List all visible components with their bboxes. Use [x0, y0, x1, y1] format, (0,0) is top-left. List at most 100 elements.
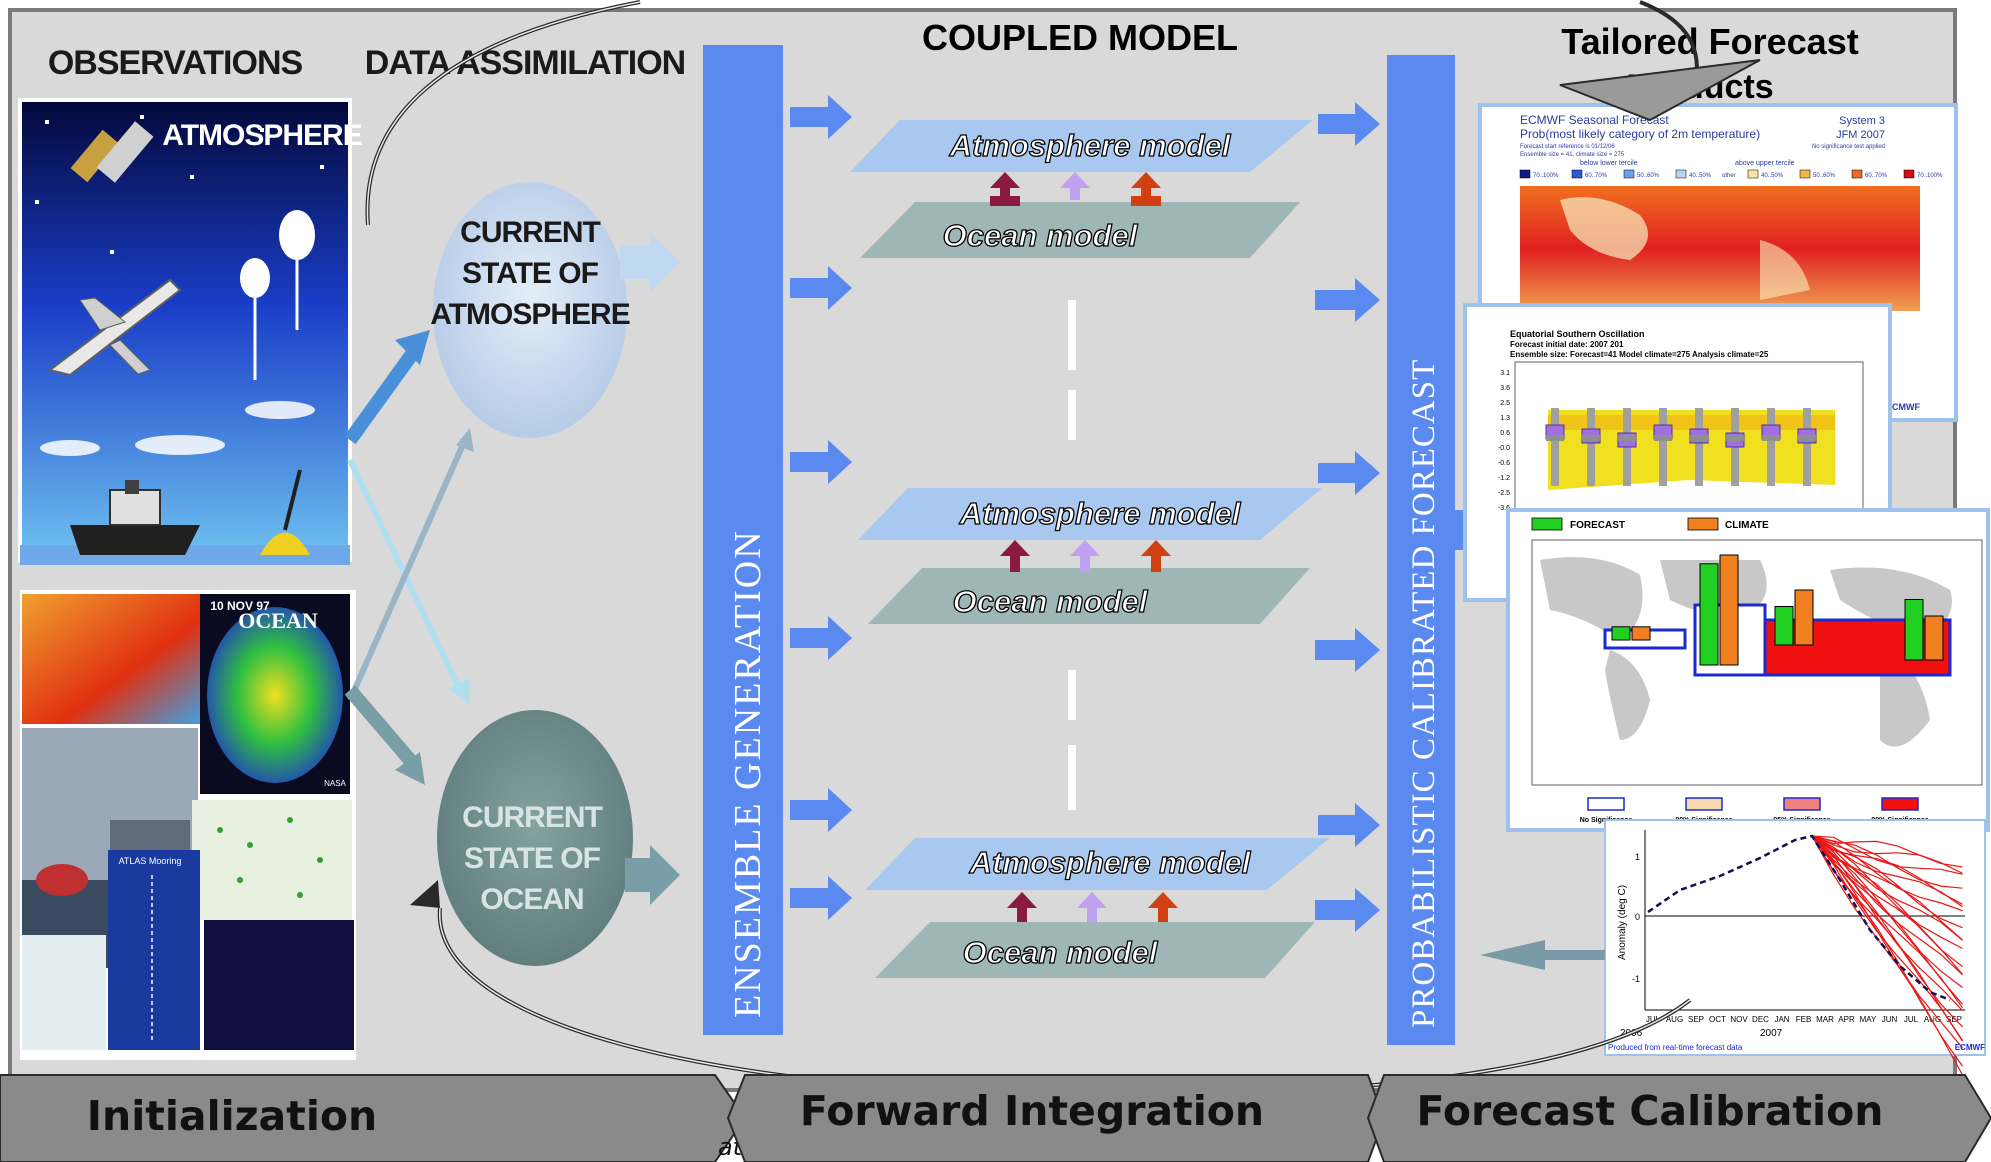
anomaly-month-label: OCT — [1709, 1015, 1726, 1024]
indices-forecast-bar — [1774, 606, 1794, 646]
legend-climate-swatch — [1687, 517, 1719, 531]
seasonal-legend: 70..100%60..70%50..60%40..50%40..50%50..… — [1519, 169, 1943, 179]
eso-line3: Ensemble size: Forecast=41 Model climate… — [1510, 350, 1769, 359]
seasonal-note-3: No significance test applied — [1812, 144, 1885, 150]
clouds-decoration — [40, 401, 315, 456]
atmosphere-slab-1 — [850, 120, 1313, 172]
eso-whisker — [1659, 408, 1667, 486]
eso-ytick: -3.6 — [1498, 505, 1510, 512]
eso-median — [1690, 435, 1708, 441]
eso-whisker — [1587, 408, 1595, 486]
ocean-slab-3 — [875, 922, 1315, 978]
atmosphere-slab-3 — [865, 838, 1330, 890]
mooring-depth-diagram — [204, 920, 354, 1050]
stage-forecast-calibration-label: Forecast Calibration — [1417, 1087, 1884, 1135]
atm-state-line1: CURRENT — [460, 216, 600, 249]
ocean-model-label-2: Ocean model — [953, 584, 1149, 619]
anomaly-ytick: -1 — [1632, 974, 1640, 984]
eso-whisker — [1551, 408, 1559, 486]
weather-balloon-icon — [240, 210, 315, 380]
sst-map — [22, 594, 200, 724]
legend-climate-label: CLIMATE — [1725, 520, 1769, 531]
anomaly-member-line — [1811, 835, 1963, 976]
eso-boxplots — [1545, 408, 1817, 486]
eso-ytick: -2.5 — [1498, 490, 1510, 497]
satellite-icon — [70, 121, 154, 183]
ocean-date: 10 NOV 97 — [210, 599, 270, 613]
seasonal-legend-label: 50..60% — [1637, 173, 1660, 179]
indices-product: FORECAST CLIMATE No Significance90% Sign… — [1506, 508, 1990, 832]
anomaly-month-label: MAY — [1860, 1015, 1877, 1024]
stage-initialization-label: Initialization — [87, 1092, 377, 1140]
seasonal-legend-swatch — [1903, 169, 1915, 179]
data-assimilation-header: DATA ASSIMILATION — [365, 44, 685, 82]
anomaly-member-line — [1811, 835, 1963, 874]
anomaly-month-label: DEC — [1752, 1015, 1769, 1024]
seasonal-below-label: below lower tercile — [1580, 160, 1638, 167]
anomaly-member-line — [1811, 835, 1963, 889]
atmosphere-model-label-2: Atmosphere model — [959, 496, 1242, 531]
ocean-state-line3: OCEAN — [480, 883, 583, 916]
indices-climate-bar — [1719, 554, 1739, 666]
current-state-atmosphere: CURRENT STATE OF ATMOSPHERE — [430, 182, 680, 438]
eso-ytick: 3.6 — [1500, 385, 1510, 392]
eso-ytick: 2.5 — [1500, 400, 1510, 407]
aircraft-icon — [47, 278, 182, 377]
seasonal-system: System 3 — [1839, 115, 1885, 127]
anomaly-month-label: APR — [1838, 1015, 1855, 1024]
anomaly-member-line — [1811, 835, 1964, 1042]
ocean-state-line1: CURRENT — [462, 801, 602, 834]
anomaly-month-label: SEP — [1946, 1015, 1962, 1024]
ship-icon — [70, 480, 200, 555]
seasonal-legend-other: other — [1722, 173, 1736, 179]
eso-title: Equatorial Southern Oscillation — [1510, 329, 1645, 339]
anomaly-month-label: FEB — [1796, 1015, 1812, 1024]
seasonal-legend-label: 40..50% — [1689, 173, 1712, 179]
calibrated-forecast-bar: PROBABILISTIC CALIBRATED FORECAST — [1387, 55, 1530, 1045]
seasonal-legend-swatch — [1851, 169, 1863, 179]
atm-state-arrow — [620, 232, 680, 292]
stage-forecast-calibration — [1366, 1074, 1991, 1162]
anomaly-member-line — [1811, 835, 1963, 1012]
eso-yticks: 3.13.62.51.30.6-0.0-0.6-1.2-2.5-3.6 — [1498, 370, 1510, 512]
ocean-model-label-1: Ocean model — [943, 218, 1139, 253]
ocean-model-label-3: Ocean model — [963, 935, 1159, 970]
anomaly-ylabel: Anomaly (deg C) — [1617, 885, 1628, 960]
buoy-icon — [260, 469, 310, 555]
ensemble-arrows — [790, 95, 852, 920]
seasonal-legend-swatch — [1571, 169, 1583, 179]
ocean-label: OCEAN — [238, 608, 318, 633]
anomaly-month-label: JUL — [1904, 1015, 1919, 1024]
ocean-state-line2: STATE OF — [464, 842, 601, 875]
coupled-model-header: COUPLED MODEL — [922, 17, 1238, 58]
anomaly-month-label: NOV — [1730, 1015, 1748, 1024]
indices-climate-bar — [1631, 626, 1651, 641]
anomaly-logo: ECMWF — [1955, 1043, 1985, 1052]
anomaly-month-label: MAR — [1816, 1015, 1834, 1024]
indices-forecast-bar — [1611, 626, 1631, 641]
stage-initialization — [0, 1074, 747, 1162]
observations-header: OBSERVATIONS — [48, 44, 303, 82]
anomaly-ytick: 0 — [1635, 912, 1640, 922]
anomaly-plume-lines — [1811, 835, 1964, 1076]
eso-ytick: -0.6 — [1498, 460, 1510, 467]
atmosphere-model-label-1: Atmosphere model — [949, 128, 1232, 163]
atmosphere-label: ATMOSPHERE — [162, 119, 361, 152]
seasonal-above-label: above upper tercile — [1735, 160, 1795, 167]
anomaly-month-label: AUG — [1666, 1015, 1683, 1024]
nasa-label: NASA — [324, 779, 346, 788]
seasonal-subtitle: Prob(most likely category of 2m temperat… — [1520, 127, 1760, 141]
anomaly-month-label: JAN — [1774, 1015, 1789, 1024]
anomaly-member-line — [1811, 835, 1963, 875]
anomaly-connector-arrow — [1480, 940, 1545, 970]
tailored-forecast-header: Tailored Forecast — [1561, 21, 1858, 62]
seasonal-title: ECMWF Seasonal Forecast — [1520, 113, 1669, 127]
anomaly-year-2007: 2007 — [1760, 1028, 1783, 1039]
seasonal-legend-label: 40..50% — [1761, 173, 1784, 179]
significance-swatch — [1587, 797, 1625, 811]
legend-forecast-swatch — [1531, 517, 1563, 531]
atmosphere-slab-2 — [858, 488, 1322, 540]
seasonal-legend-label: 60..70% — [1585, 173, 1608, 179]
